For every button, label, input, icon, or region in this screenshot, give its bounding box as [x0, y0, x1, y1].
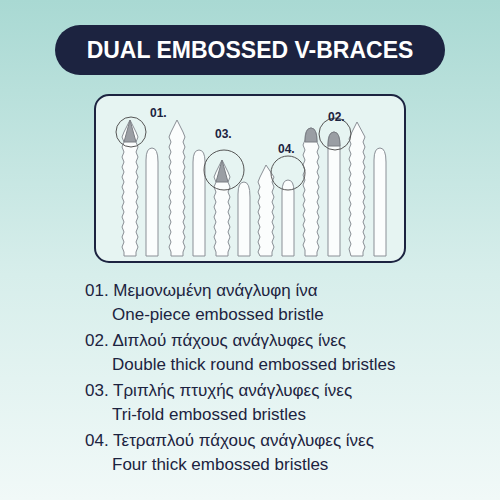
callout-number: 04. [278, 142, 295, 156]
bristle [328, 132, 340, 256]
bristle [374, 148, 386, 256]
bristle [303, 128, 319, 256]
illustration-panel [95, 95, 405, 262]
bristle [169, 120, 185, 256]
bristle-tip [328, 132, 340, 146]
callout-number: 02. [328, 110, 345, 124]
bristles [122, 120, 386, 256]
legend-text: Four thick embossed bristles [112, 455, 328, 475]
callout-number: 01. [150, 106, 167, 120]
callout-circles [116, 117, 351, 190]
callout-circle [271, 156, 305, 190]
bristle [214, 160, 230, 256]
title: DUAL EMBOSSED V-BRACES [55, 25, 445, 75]
legend-text: 04. Τετραπλού πάχους ανάγλυφες ίνες [85, 431, 374, 451]
bristle-tip [216, 160, 228, 182]
bristle [122, 120, 138, 256]
bristle [282, 180, 294, 256]
callout-circle [116, 117, 146, 147]
legend-text: One-piece embossed bristle [112, 305, 324, 325]
legend-text: 03. Τριπλής πτυχής ανάγλυφες ίνες [85, 381, 352, 401]
bristle [146, 148, 158, 256]
bristle [349, 122, 365, 256]
bristle [238, 182, 250, 256]
bristle-tip [124, 120, 136, 142]
legend-text: Tri-fold embossed bristles [112, 405, 306, 425]
legend-text: 02. Διπλού πάχους ανάγλυφες ίνες [85, 331, 346, 351]
legend-text: Double thick round embossed bristles [112, 355, 395, 375]
bristle [193, 150, 205, 256]
callout-circle [204, 150, 244, 190]
legend-text: 01. Μεμονωμένη ανάγλυφη ίνα [85, 281, 318, 301]
callout-number: 03. [215, 127, 232, 141]
title-pill [55, 25, 445, 75]
bristle-tip [305, 128, 317, 142]
